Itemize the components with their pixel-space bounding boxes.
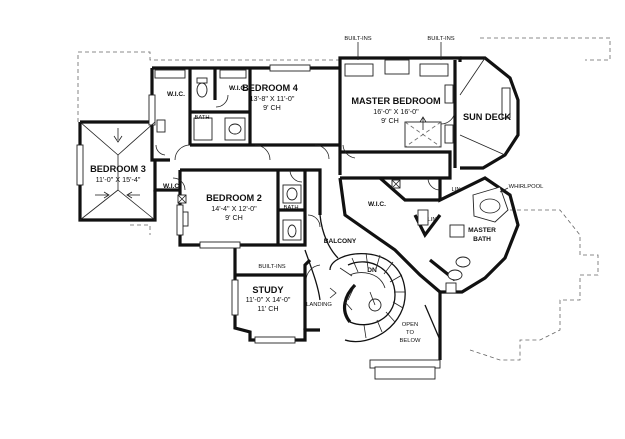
master-bedroom-size: 16'-0" X 16'-0" <box>373 107 419 116</box>
bedroom4-name: BEDROOM 4 <box>242 83 299 93</box>
built-ins-label: BUILT-INS <box>344 36 371 42</box>
bedroom2-ceiling: 9' CH <box>225 213 243 222</box>
wic-label: W.I.C. <box>368 201 386 208</box>
spiral-staircase <box>329 252 406 343</box>
bedroom4-size: 13'-8" X 11'-0" <box>250 94 295 103</box>
sun-deck-name: SUN DECK <box>463 112 511 122</box>
balcony-railing <box>304 214 441 341</box>
master-bedroom-name: MASTER BEDROOM <box>351 96 441 106</box>
balcony-label: BALCONY <box>324 238 357 245</box>
landing-label: LANDING <box>306 302 332 308</box>
open-to-below-line2: TO <box>406 330 414 336</box>
linen-label: LIN <box>451 187 460 193</box>
bath-label: BATH <box>194 115 209 121</box>
master-bedroom-ceiling: 9' CH <box>381 116 399 125</box>
bedroom4-ceiling: 9' CH <box>263 103 281 112</box>
down-label: DN <box>367 267 377 274</box>
wic-label: W.I.C. <box>163 183 181 190</box>
built-ins-label: BUILT-INS <box>258 264 285 270</box>
open-to-below-line1: OPEN <box>402 322 418 328</box>
bath-label: BATH <box>283 205 298 211</box>
study-ceiling: 11' CH <box>257 304 278 313</box>
bedroom3-roof-lines <box>79 121 156 221</box>
built-ins-label: BUILT-INS <box>427 36 454 42</box>
bedroom3-size: 11'-0" X 15'-4" <box>96 175 141 184</box>
wic-label: W.I.C. <box>167 91 185 98</box>
fixtures <box>154 59 509 294</box>
whirlpool-label: WHIRLPOOL <box>509 184 545 190</box>
master-bath-name-line1: MASTER <box>468 227 496 234</box>
open-to-below-line3: BELOW <box>400 338 421 344</box>
whirlpool-leader <box>499 187 509 193</box>
windows <box>76 64 511 380</box>
bedroom3-name: BEDROOM 3 <box>90 164 146 174</box>
interior-walls <box>153 60 457 330</box>
wic-label: W.I.C. <box>229 85 247 92</box>
bedroom2-name: BEDROOM 2 <box>206 193 262 203</box>
linen-label: LIN <box>427 217 436 223</box>
door-swings <box>155 94 456 281</box>
study-size: 11'-0" X 14'-0" <box>246 295 291 304</box>
study-name: STUDY <box>252 285 283 295</box>
sun-deck-lines <box>459 57 506 156</box>
master-bedroom-arrows <box>419 116 427 130</box>
roof-outline <box>77 37 611 361</box>
bedroom2-size: 14'-4" X 12'-0" <box>211 204 257 213</box>
master-bath-name-line2: BATH <box>473 236 491 243</box>
